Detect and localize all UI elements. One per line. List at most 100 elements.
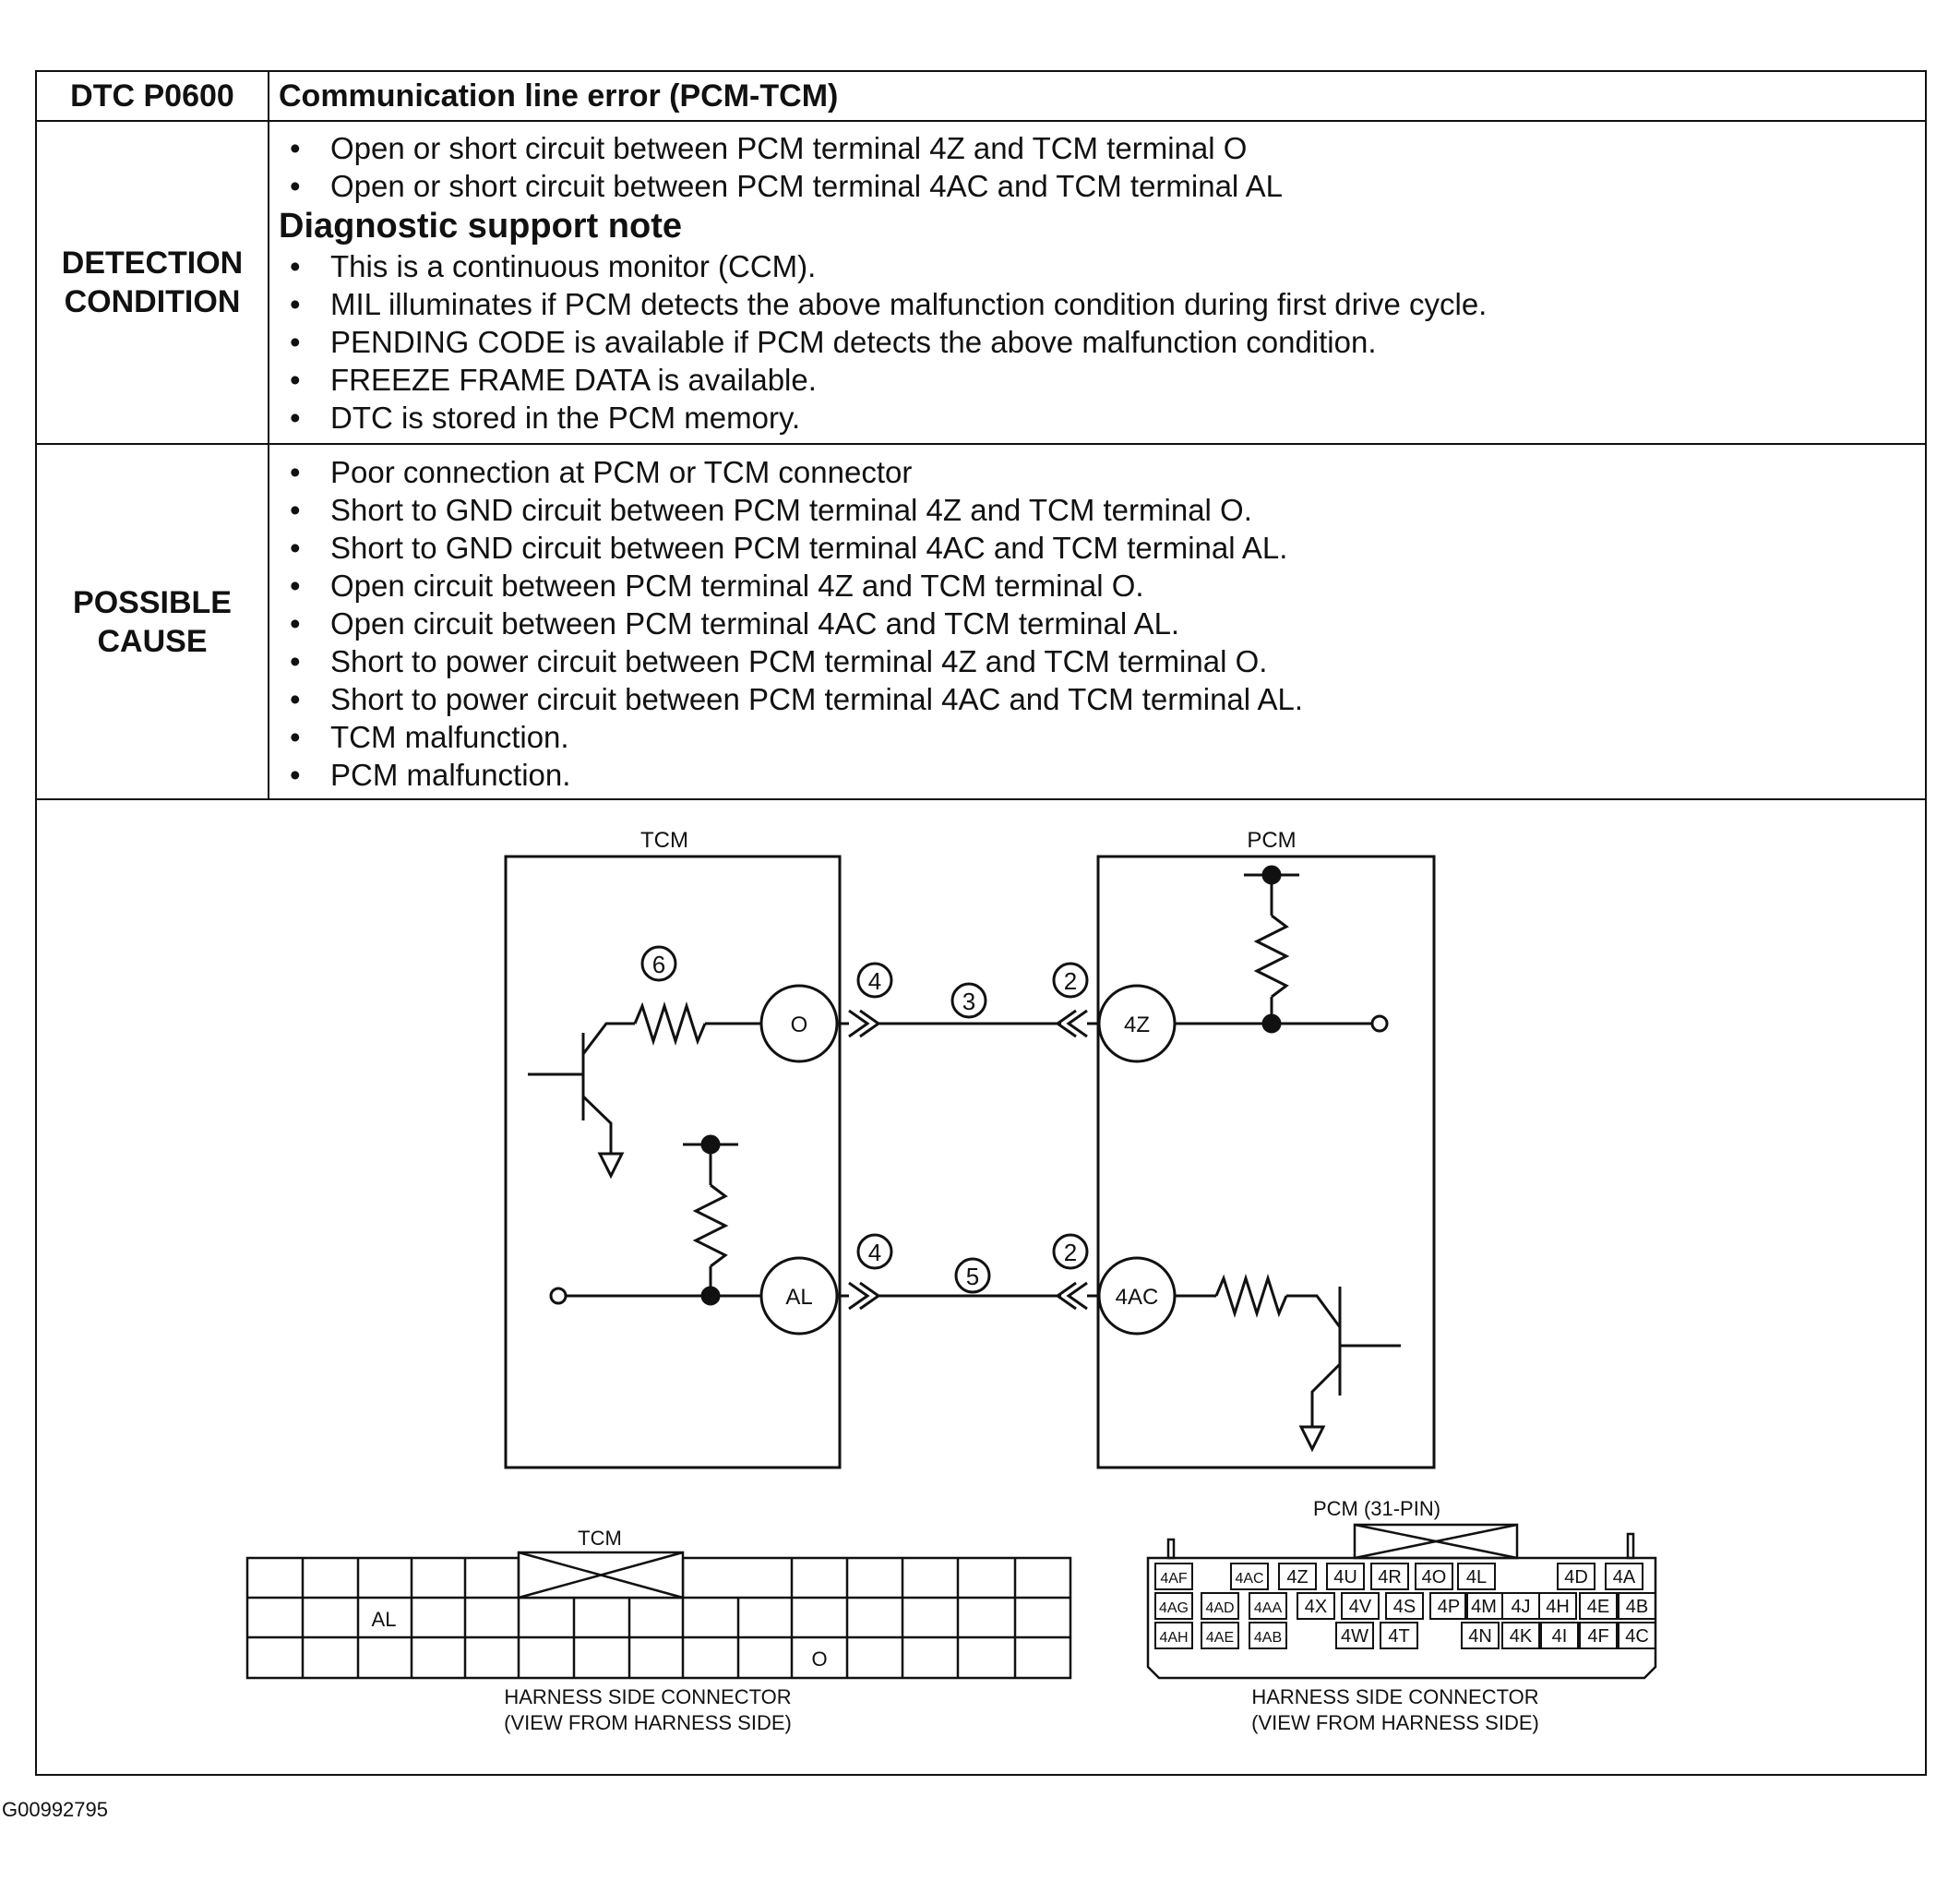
list-item: Poor connection at PCM or TCM connector <box>279 453 1924 491</box>
pcm-pin-label: 4AF <box>1160 1571 1188 1587</box>
pcm-pin-label: 4AG <box>1159 1600 1189 1616</box>
possible-cause-content: Poor connection at PCM or TCM connector … <box>268 443 1925 800</box>
terminal-4ac-label: 4AC <box>1116 1285 1159 1310</box>
list-item: This is a continuous monitor (CCM). <box>279 247 1924 285</box>
list-item: FREEZE FRAME DATA is available. <box>279 361 1924 399</box>
terminal-al-label: AL <box>785 1285 812 1310</box>
detection-condition-content: Open or short circuit between PCM termin… <box>268 120 1925 445</box>
pcm-pin-cell <box>1385 1592 1424 1620</box>
pcm-pin-cell <box>1249 1592 1287 1620</box>
connector-male-lower <box>848 1281 881 1311</box>
pcm-pin-cell <box>1461 1622 1500 1649</box>
callout-2-lower: 2 <box>1052 1233 1089 1270</box>
list-item: MIL illuminates if PCM detects the above… <box>279 285 1924 323</box>
pcm-pin-label: 4E <box>1587 1597 1609 1617</box>
pcm-pin-label: 4X <box>1305 1597 1327 1617</box>
detection-condition-row: DETECTION CONDITION Open or short circui… <box>37 120 1925 445</box>
tcm-pin-al: AL <box>372 1608 397 1631</box>
svg-text:2: 2 <box>1064 967 1077 995</box>
wiring-diagram-cell: TCM PCM O 4Z <box>37 810 1925 1776</box>
pcm-pin-label: 4H <box>1546 1597 1570 1617</box>
svg-text:2: 2 <box>1064 1239 1077 1266</box>
pcm-pin-cell <box>1278 1563 1317 1590</box>
resistor-6 <box>633 1001 707 1046</box>
svg-text:5: 5 <box>966 1263 979 1290</box>
dtc-sheet: DTC P0600 Communication line error (PCM-… <box>35 70 1927 1776</box>
list-item: Short to power circuit between PCM termi… <box>279 642 1924 680</box>
dtc-title: Communication line error (PCM-TCM) <box>268 72 1925 122</box>
pcm-pin-label: 4AB <box>1254 1630 1282 1646</box>
pcm-pin-cell <box>1618 1622 1656 1649</box>
pcm-pullup-resistor <box>1244 865 1299 1024</box>
pcm-pin-cell <box>1579 1592 1618 1620</box>
pcm-pin-label: 4U <box>1333 1567 1357 1587</box>
detection-bullets-top: Open or short circuit between PCM termin… <box>279 129 1924 205</box>
list-item: Short to GND circuit between PCM termina… <box>279 529 1924 567</box>
pcm-pin-cell <box>1415 1563 1453 1590</box>
pcm-pin-cell <box>1457 1563 1496 1590</box>
tcm-connector-caption-2: (VIEW FROM HARNESS SIDE) <box>504 1711 792 1734</box>
pcm-pin-cell <box>1557 1563 1595 1590</box>
callout-6: 6 <box>640 945 677 982</box>
terminal-4z-label: 4Z <box>1124 1012 1150 1037</box>
pcm-connector-caption-2: (VIEW FROM HARNESS SIDE) <box>1251 1711 1539 1734</box>
pcm-pin-label: 4M <box>1471 1597 1497 1617</box>
pcm-pin-cell <box>1335 1622 1374 1649</box>
pcm-pin-label: 4I <box>1552 1626 1568 1647</box>
list-item: Short to power circuit between PCM termi… <box>279 680 1924 718</box>
list-item: PENDING CODE is available if PCM detects… <box>279 323 1924 361</box>
dtc-table: DTC P0600 Communication line error (PCM-… <box>37 72 1925 800</box>
pcm-pin-label: 4R <box>1378 1567 1402 1587</box>
pcm-pin-label: 4N <box>1468 1626 1492 1647</box>
pcm-pin-cell <box>1540 1622 1579 1649</box>
upper-circuit: O 4Z <box>528 865 1389 1180</box>
dtc-code: DTC P0600 <box>37 72 269 122</box>
pcm-pin-label: 4AD <box>1205 1600 1234 1616</box>
callout-4-upper: 4 <box>856 962 893 999</box>
pcm-pin-cell <box>1201 1622 1239 1649</box>
pcm-resistor-lower <box>1214 1274 1288 1318</box>
callout-2-upper: 2 <box>1052 962 1089 999</box>
connector-male-upper <box>848 1009 881 1038</box>
pcm-pin-label: 4AA <box>1254 1600 1283 1616</box>
pcm-pin-cell <box>1538 1592 1577 1620</box>
pcm-pin-label: 4O <box>1422 1567 1447 1587</box>
possible-cause-row: POSSIBLE CAUSE Poor connection at PCM or… <box>37 443 1925 800</box>
tcm-transistor-upper <box>528 1022 635 1180</box>
pcm-pin-cell <box>1579 1622 1618 1649</box>
pcm-pin-cell <box>1201 1592 1239 1620</box>
cause-bullets: Poor connection at PCM or TCM connector … <box>279 453 1924 794</box>
pcm-pin-cell <box>1380 1622 1418 1649</box>
svg-text:4: 4 <box>868 1239 881 1266</box>
pcm-pin-label: 4B <box>1626 1597 1648 1617</box>
list-item: Open or short circuit between PCM termin… <box>279 167 1924 205</box>
detection-bullets-note: This is a continuous monitor (CCM). MIL … <box>279 247 1924 437</box>
pcm-pin-label: 4P <box>1438 1597 1460 1617</box>
tcm-pullup-resistor <box>683 1134 738 1296</box>
pcm-pin-label: 4Z <box>1286 1567 1308 1587</box>
tcm-pin-o: O <box>811 1647 827 1671</box>
connector-female-lower <box>1055 1281 1088 1311</box>
figure-id: G00992795 <box>2 1798 108 1821</box>
detection-condition-label: DETECTION CONDITION <box>37 120 269 445</box>
pcm-pin-label: 4AH <box>1159 1630 1188 1646</box>
pcm-pin-cell <box>1429 1592 1468 1620</box>
pcm-pin-label: 4AE <box>1206 1630 1234 1646</box>
pcm-pin-cell <box>1249 1622 1287 1649</box>
pcm-pin-label: 4F <box>1587 1626 1608 1647</box>
list-item: Short to GND circuit between PCM termina… <box>279 491 1924 529</box>
tcm-internal-node-lower <box>549 1287 568 1305</box>
pcm-connector-caption-1: HARNESS SIDE CONNECTOR <box>1251 1685 1538 1708</box>
tcm-connector-title: TCM <box>578 1527 622 1550</box>
diagnostic-note-heading: Diagnostic support note <box>279 206 682 246</box>
possible-cause-label: POSSIBLE CAUSE <box>37 443 269 800</box>
svg-text:3: 3 <box>962 988 975 1015</box>
pcm-pin-cell <box>1154 1622 1193 1649</box>
list-item: PCM malfunction. <box>279 756 1924 794</box>
lower-circuit: AL 4AC <box>549 1134 1401 1453</box>
callout-5: 5 <box>954 1257 991 1294</box>
pcm-pin-cell <box>1154 1563 1193 1590</box>
list-item: Open circuit between PCM terminal 4Z and… <box>279 567 1924 605</box>
